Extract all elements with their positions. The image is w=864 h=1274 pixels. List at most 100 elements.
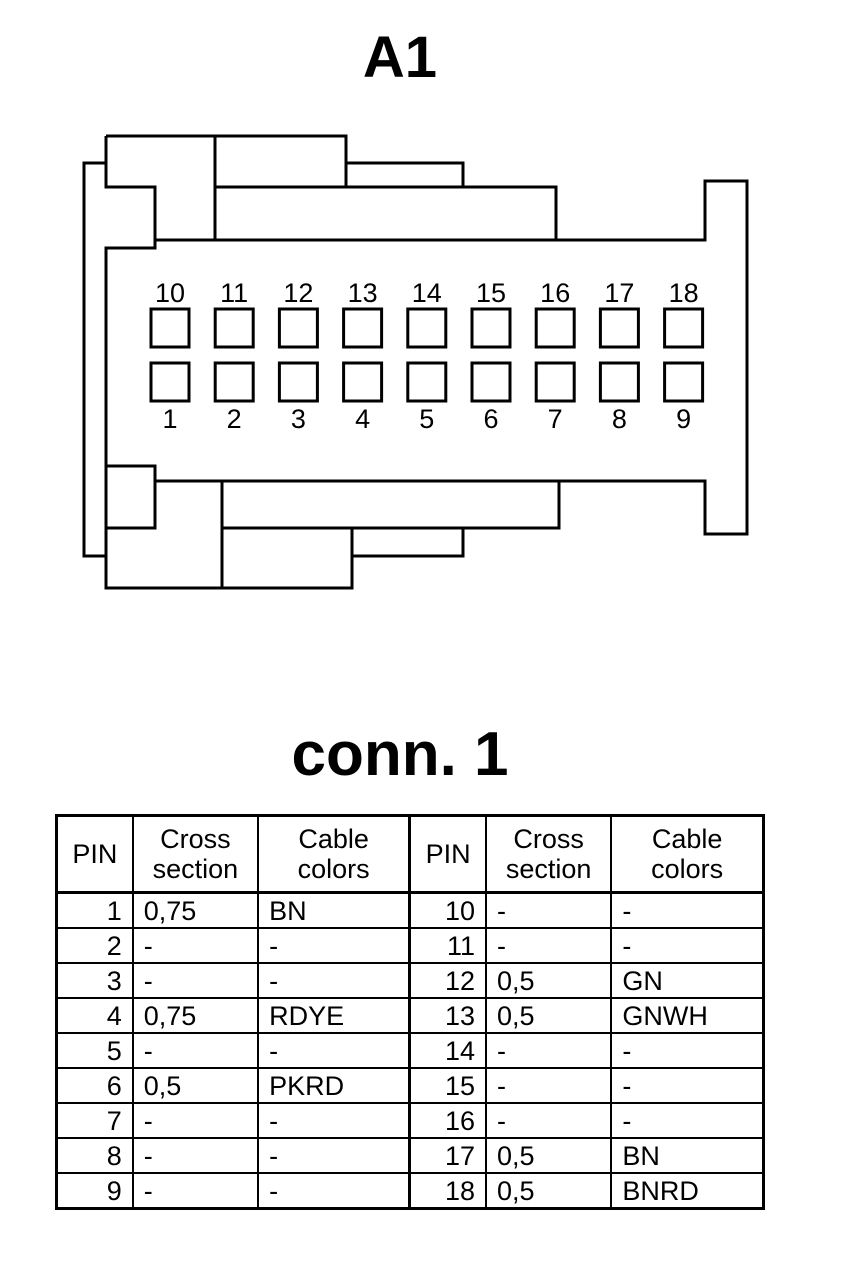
table-body: 1 0,75 BN 10 - - 2 - - 11 - - 3 - - 12 0… xyxy=(55,891,765,1210)
pin-number: 9 xyxy=(55,1172,134,1210)
pin-label-18: 18 xyxy=(669,278,699,308)
pin-number: 5 xyxy=(55,1032,134,1069)
header-pin-b: PIN xyxy=(408,814,488,894)
pin-label-3: 3 xyxy=(291,404,306,434)
pin-socket-16 xyxy=(534,307,576,349)
header-cable-colors-a: Cable colors xyxy=(257,814,412,894)
pin-number: 13 xyxy=(408,997,488,1034)
cross-section: 0,5 xyxy=(484,962,613,999)
cable-color: - xyxy=(257,1172,412,1210)
pin-socket-13 xyxy=(342,307,384,349)
pin-socket-2 xyxy=(213,361,255,403)
cable-color: RDYE xyxy=(257,997,412,1034)
pin-label-12: 12 xyxy=(283,278,313,308)
table-row: 7 - - 16 - - xyxy=(55,1102,765,1139)
pin-label-4: 4 xyxy=(355,404,370,434)
cable-color: - xyxy=(610,1032,765,1069)
pin-socket-14 xyxy=(406,307,448,349)
pin-label-14: 14 xyxy=(412,278,442,308)
pin-number: 1 xyxy=(55,891,134,929)
pin-label-7: 7 xyxy=(548,404,563,434)
cable-color: PKRD xyxy=(257,1067,412,1104)
pin-number: 16 xyxy=(408,1102,488,1139)
cable-color: GN xyxy=(610,962,765,999)
cross-section: - xyxy=(484,927,613,964)
cross-section: - xyxy=(131,1032,260,1069)
pin-number: 11 xyxy=(408,927,488,964)
cross-section: - xyxy=(131,1172,260,1210)
pin-number: 2 xyxy=(55,927,134,964)
cable-color: - xyxy=(610,891,765,929)
cable-color: BN xyxy=(610,1137,765,1174)
pin-label-10: 10 xyxy=(155,278,185,308)
cross-section: - xyxy=(131,1137,260,1174)
cross-section: 0,75 xyxy=(131,997,260,1034)
cable-color: - xyxy=(610,1067,765,1104)
cross-section: 0,5 xyxy=(484,1172,613,1210)
pin-socket-8 xyxy=(598,361,640,403)
cross-section: 0,5 xyxy=(484,1137,613,1174)
pin-label-17: 17 xyxy=(604,278,634,308)
pin-number: 6 xyxy=(55,1067,134,1104)
pin-socket-18 xyxy=(663,307,705,349)
cross-section: - xyxy=(484,1032,613,1069)
pin-number: 15 xyxy=(408,1067,488,1104)
pin-socket-11 xyxy=(213,307,255,349)
header-cross-line2: section xyxy=(505,854,592,884)
pin-number: 12 xyxy=(408,962,488,999)
header-pin-a: PIN xyxy=(55,814,134,894)
header-colors-line1: Cable xyxy=(651,824,723,854)
pin-socket-17 xyxy=(598,307,640,349)
header-cross-section-b: Cross section xyxy=(484,814,613,894)
cross-section: - xyxy=(131,927,260,964)
pin-label-8: 8 xyxy=(612,404,627,434)
header-cross-line1: Cross xyxy=(160,824,231,854)
pin-socket-4 xyxy=(342,361,384,403)
table-row: 2 - - 11 - - xyxy=(55,927,765,964)
cross-section: 0,5 xyxy=(131,1067,260,1104)
pin-number: 18 xyxy=(408,1172,488,1210)
header-colors-line1: Cable xyxy=(298,824,369,854)
pin-socket-10 xyxy=(149,307,191,349)
cross-section: - xyxy=(131,1102,260,1139)
header-cross-section-a: Cross section xyxy=(131,814,260,894)
cable-color: GNWH xyxy=(610,997,765,1034)
table-header-row: PIN Cross section Cable colors PIN Cross… xyxy=(55,814,765,894)
pin-label-2: 2 xyxy=(227,404,242,434)
cable-color: - xyxy=(257,1102,412,1139)
cable-color: - xyxy=(257,927,412,964)
table-row: 6 0,5 PKRD 15 - - xyxy=(55,1067,765,1104)
cable-color: BN xyxy=(257,891,412,929)
pin-number: 4 xyxy=(55,997,134,1034)
header-colors-line2: colors xyxy=(651,854,724,884)
pin-label-13: 13 xyxy=(348,278,378,308)
cable-color: - xyxy=(257,962,412,999)
cross-section: 0,5 xyxy=(484,997,613,1034)
pin-assignment-table: PIN Cross section Cable colors PIN Cross… xyxy=(55,814,765,1210)
table-row: 9 - - 18 0,5 BNRD xyxy=(55,1172,765,1210)
pin-socket-15 xyxy=(470,307,512,349)
cable-color: - xyxy=(610,927,765,964)
pin-number: 17 xyxy=(408,1137,488,1174)
table-row: 5 - - 14 - - xyxy=(55,1032,765,1069)
pin-label-16: 16 xyxy=(540,278,570,308)
pin-label-6: 6 xyxy=(483,404,498,434)
cross-section: - xyxy=(484,1067,613,1104)
pin-socket-7 xyxy=(534,361,576,403)
table-row: 8 - - 17 0,5 BN xyxy=(55,1137,765,1174)
pin-number: 8 xyxy=(55,1137,134,1174)
pin-label-5: 5 xyxy=(419,404,434,434)
pin-label-1: 1 xyxy=(162,404,177,434)
pin-socket-6 xyxy=(470,361,512,403)
cross-section: - xyxy=(484,891,613,929)
header-cross-line2: section xyxy=(152,854,239,884)
header-cross-line1: Cross xyxy=(513,824,584,854)
pin-socket-3 xyxy=(277,361,319,403)
cross-section: 0,75 xyxy=(131,891,260,929)
pin-label-15: 15 xyxy=(476,278,506,308)
pin-socket-12 xyxy=(277,307,319,349)
pin-number: 7 xyxy=(55,1102,134,1139)
cable-color: - xyxy=(257,1137,412,1174)
cross-section: - xyxy=(484,1102,613,1139)
